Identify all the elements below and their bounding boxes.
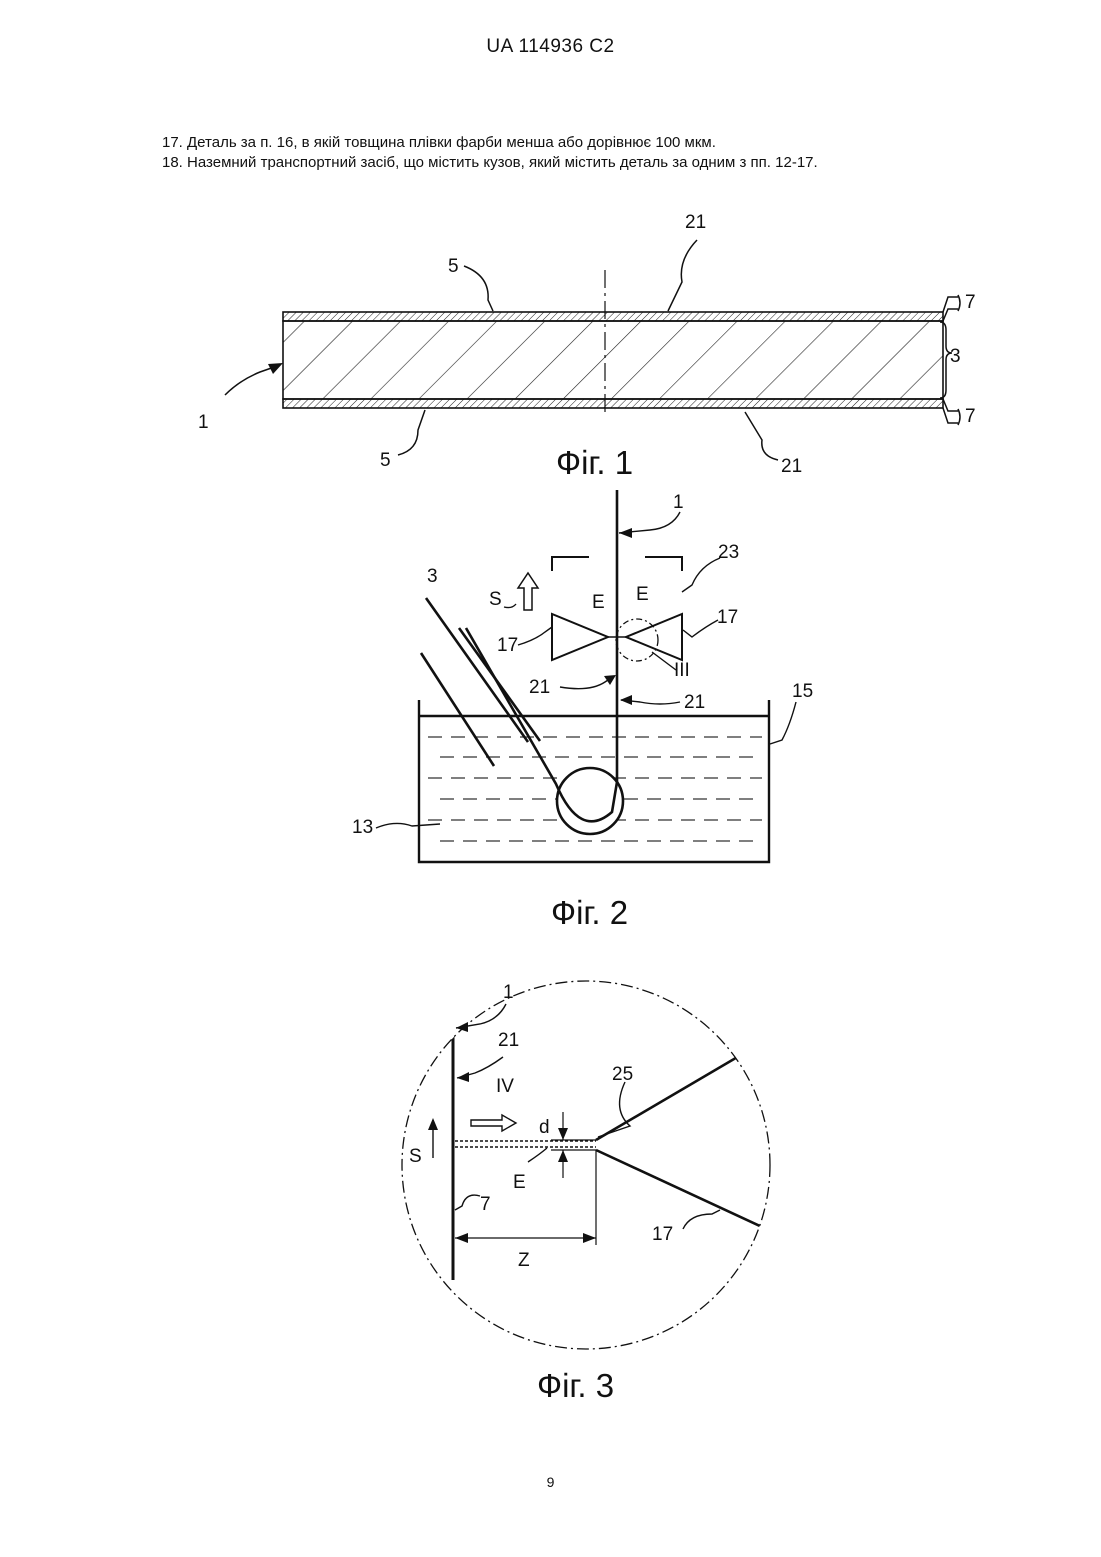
label-coat-bottom: 5: [380, 450, 391, 471]
thickness-bracket-top: [943, 297, 958, 321]
leader-left-jet: [518, 627, 552, 645]
label-thickness: 7: [480, 1194, 491, 1215]
upward-arrow: [518, 573, 538, 610]
nozzle-lower-lip: [596, 1150, 775, 1233]
leader-housing: [682, 558, 720, 592]
label-thick-core: 3: [950, 346, 961, 367]
leader-coat-bottom: [398, 410, 425, 455]
top-coating-layer: [283, 312, 943, 321]
label-liquid: 13: [352, 817, 373, 838]
thickness-bracket-bottom: [943, 399, 958, 423]
label-thick-bottom: 7: [965, 406, 976, 427]
label-zone: E: [513, 1172, 526, 1193]
figure-1: 5 21 1 5 21 7 3 7 Фіг. 1: [198, 212, 976, 481]
leader-direction: [504, 604, 516, 608]
leader-coat-top: [464, 266, 493, 311]
label-distance: Z: [518, 1250, 530, 1271]
label-bath: 15: [792, 681, 813, 702]
leader-thickness: [455, 1195, 480, 1210]
label-layer-bottom: 21: [781, 456, 802, 477]
leader-liquid: [376, 823, 440, 828]
figure-1-caption: Фіг. 1: [556, 444, 633, 481]
label-left-jet: 17: [497, 635, 518, 656]
label-zone-right: E: [636, 584, 649, 605]
thickness-curl-top: [958, 295, 960, 311]
label-part: 1: [198, 412, 209, 433]
bottom-coating-layer: [283, 399, 943, 408]
label-gap: d: [539, 1117, 550, 1138]
leader-zone: [528, 1148, 547, 1162]
core-layer: [283, 321, 943, 399]
leader-layer-top: [668, 240, 697, 311]
label-coat-right: 21: [684, 692, 705, 713]
housing-right: [645, 557, 682, 571]
leader-detail: [652, 652, 676, 670]
label-lip: 25: [612, 1064, 633, 1085]
input-plate-1: [426, 598, 528, 742]
figure-3-caption: Фіг. 3: [537, 1367, 614, 1404]
label-layer: 21: [498, 1030, 519, 1051]
page-number: 9: [0, 1474, 1101, 1490]
label-housing: 23: [718, 542, 739, 563]
input-plate-2: [421, 653, 494, 766]
figure-3: 1 21 7 S IV d 25 E 17 Z Фіг. 3: [402, 981, 775, 1404]
label-view: IV: [496, 1076, 514, 1097]
detail-circle-iii: [616, 619, 658, 661]
leader-right-jet: [683, 620, 718, 637]
label-coat-top: 5: [448, 256, 459, 277]
figure-2: 1 3 S 23 E E 17 17 III 21 21 15 13 Фіг. …: [352, 490, 813, 931]
label-right-jet: 17: [717, 607, 738, 628]
figure-2-caption: Фіг. 2: [551, 894, 628, 931]
label-input: 3: [427, 566, 438, 587]
label-nozzle: 17: [652, 1224, 673, 1245]
label-direction: S: [489, 589, 502, 610]
label-strip: 1: [503, 982, 514, 1003]
label-thick-top: 7: [965, 292, 976, 313]
label-detail: III: [674, 660, 690, 681]
left-nozzle: [552, 614, 608, 660]
label-coat-left: 21: [529, 677, 550, 698]
leader-nozzle: [683, 1210, 720, 1229]
label-zone-left: E: [592, 592, 605, 613]
label-strip: 1: [673, 492, 684, 513]
leader-bath: [770, 702, 796, 744]
view-arrow: [471, 1115, 516, 1131]
housing-left: [552, 557, 589, 571]
leader-layer-bottom: [745, 412, 778, 460]
label-direction: S: [409, 1146, 422, 1167]
thickness-curl-bottom: [958, 409, 960, 425]
label-layer-top: 21: [685, 212, 706, 233]
detail-boundary-circle: [402, 981, 770, 1349]
